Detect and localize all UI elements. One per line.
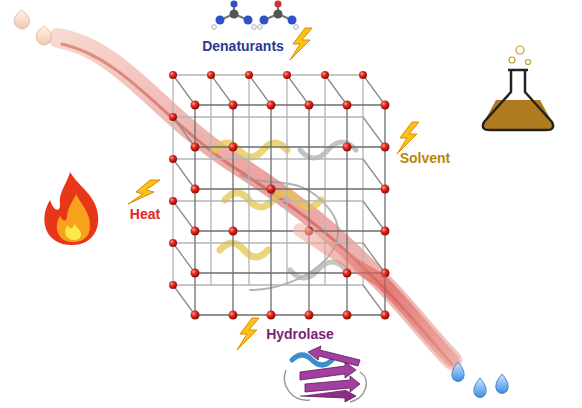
lattice-cage (173, 75, 385, 315)
hydrolase-protein (284, 346, 366, 402)
protein-inside (215, 142, 356, 290)
lightning-bolts (128, 28, 419, 350)
denaturant-molecules (212, 1, 299, 30)
lattice-nodes (169, 71, 390, 320)
stressor-label: Solvent (400, 150, 451, 167)
solvent-flask (483, 46, 553, 130)
stressor-label: Hydrolase (266, 326, 334, 343)
stressor-label: Denaturants (202, 38, 284, 55)
water-drops-in (14, 10, 52, 45)
heat-flame (44, 172, 98, 245)
water-drops-out (452, 362, 508, 398)
flow-ribbon (58, 38, 452, 364)
stressor-label: Heat (130, 206, 160, 223)
